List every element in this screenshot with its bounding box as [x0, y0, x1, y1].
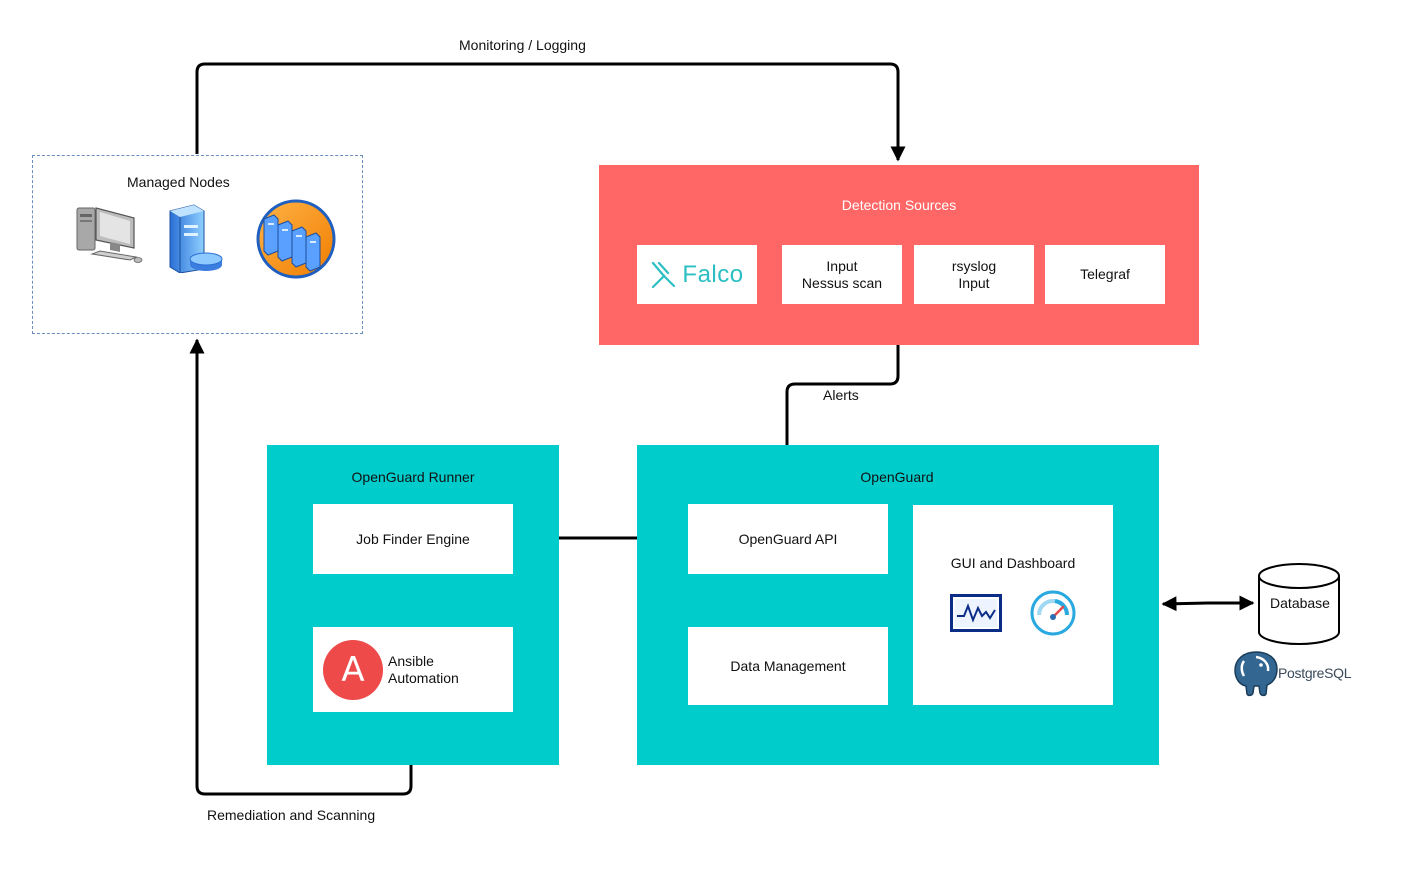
postgresql-elephant-icon	[1234, 651, 1278, 697]
ansible-logo-icon: A	[323, 639, 383, 700]
gui-icons-row	[950, 590, 1076, 636]
nessus-line-1: Input	[826, 257, 858, 274]
monitoring-label: Monitoring / Logging	[459, 37, 586, 53]
nessus-input-card: Input Nessus scan	[782, 245, 902, 304]
database-cylinder-icon	[1258, 563, 1340, 645]
alerts-connector	[779, 345, 900, 502]
gui-dashboard-label: GUI and Dashboard	[950, 555, 1076, 571]
job-finder-label: Job Finder Engine	[356, 530, 470, 547]
openguard-database-connector	[1161, 595, 1255, 612]
server-cluster-icon	[256, 199, 336, 279]
ansible-text: Ansible Automation	[388, 653, 459, 687]
nessus-line-2: Nessus scan	[801, 274, 883, 291]
openguard-runner-title: OpenGuard Runner	[351, 469, 475, 485]
desktop-computer-icon	[76, 207, 143, 263]
server-database-icon	[169, 204, 223, 273]
rsyslog-input-card: rsyslog Input	[914, 245, 1034, 304]
database-label: Database	[1270, 595, 1330, 611]
managed-nodes-group	[32, 155, 363, 334]
rsyslog-line-2: Input	[958, 274, 990, 291]
openguard-api-label: OpenGuard API	[738, 530, 838, 547]
openguard-api-card: OpenGuard API	[688, 504, 888, 574]
falco-name: Falco	[682, 261, 744, 288]
ansible-automation-card: A Ansible Automation	[313, 627, 513, 712]
remediation-label: Remediation and Scanning	[207, 807, 376, 823]
telegraf-label: Telegraf	[1080, 266, 1130, 282]
data-management-label: Data Management	[730, 657, 846, 674]
ansible-logo-letter: A	[341, 649, 365, 690]
postgresql-wordmark: PostgreSQL	[1278, 665, 1352, 681]
falco-logo-icon	[652, 261, 676, 288]
managed-nodes-title: Managed Nodes	[127, 174, 230, 190]
ansible-line-1: Ansible	[388, 652, 434, 669]
data-management-card: Data Management	[688, 627, 888, 705]
openguard-runner-panel	[267, 445, 559, 765]
telegraf-card: Telegraf	[1045, 245, 1165, 304]
detection-sources-title: Detection Sources	[841, 197, 957, 213]
job-finder-engine-card: Job Finder Engine	[313, 504, 513, 574]
rsyslog-line-1: rsyslog	[951, 257, 997, 274]
ansible-line-2: Automation	[388, 669, 459, 686]
remediation-connector	[189, 338, 413, 796]
openguard-title: OpenGuard	[860, 469, 934, 485]
falco-card: Falco	[637, 245, 757, 304]
gui-dashboard-card: GUI and Dashboard	[913, 505, 1113, 705]
alerts-label: Alerts	[823, 387, 859, 403]
speedometer-icon	[1030, 590, 1076, 636]
monitor-chart-icon	[950, 594, 1002, 632]
monitoring-connector	[195, 62, 906, 162]
